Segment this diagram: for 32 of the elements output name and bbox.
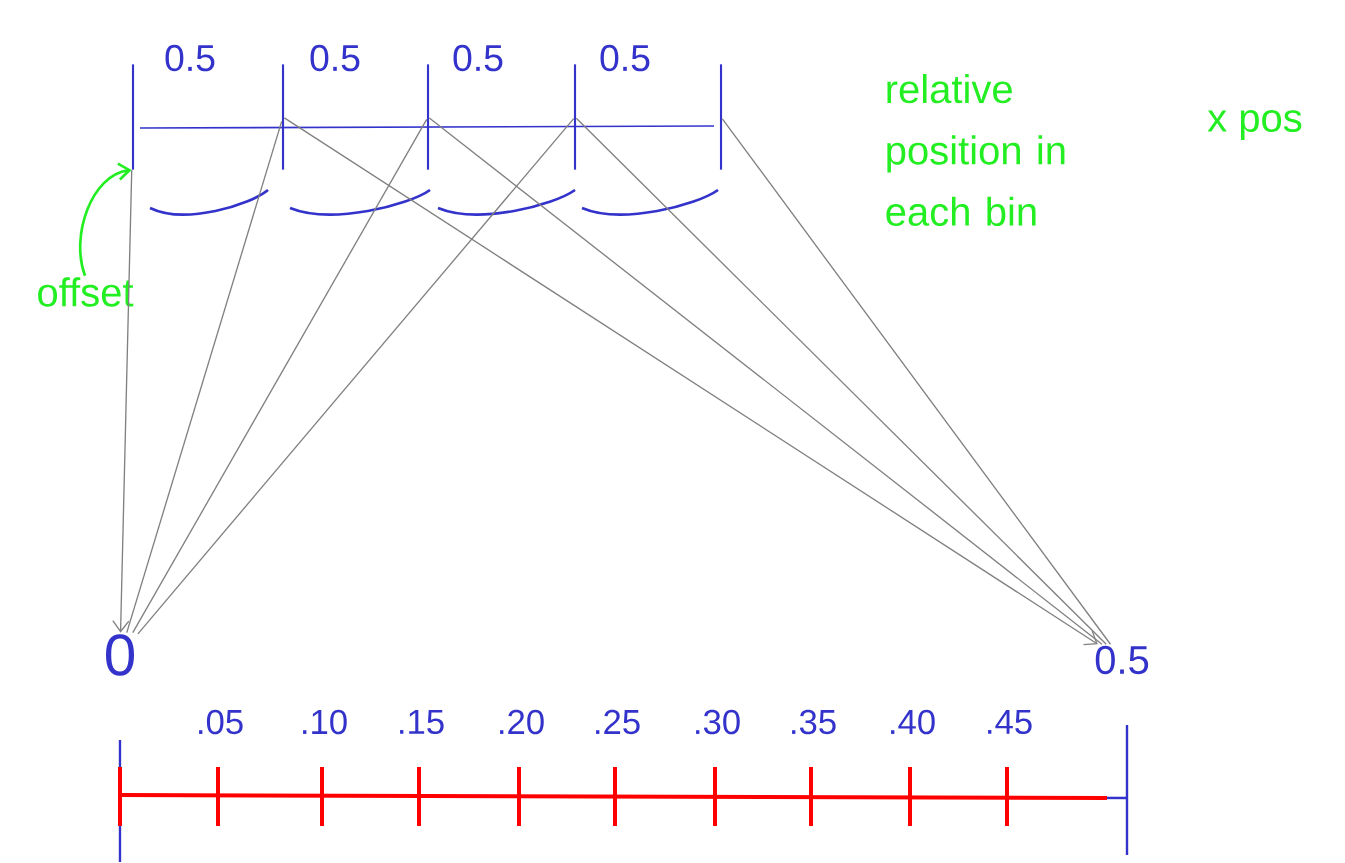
connector-line — [132, 118, 428, 634]
annotation-text: offset — [38, 277, 134, 307]
connector-line — [78, 162, 132, 277]
boundary-tick — [131, 64, 135, 170]
width-label: 0.5 — [600, 44, 650, 72]
note-text: x pos — [1207, 110, 1302, 140]
tick-label: .20 — [500, 709, 544, 735]
connector-line — [126, 120, 283, 634]
tick-label: .25 — [596, 709, 640, 735]
boundary-tick — [719, 64, 723, 170]
axis-value: 0 — [106, 634, 134, 676]
connector-line — [112, 169, 133, 633]
boundary-tick — [281, 64, 285, 170]
tick-label: .10 — [303, 709, 347, 735]
width-label: 0.5 — [310, 44, 360, 72]
axis-value: 0.5 — [1095, 645, 1149, 675]
width-label: 0.5 — [165, 44, 215, 72]
connector-line — [721, 118, 1112, 645]
connector-line — [283, 117, 1098, 646]
tick-label: .15 — [400, 709, 444, 735]
tick-label: .45 — [988, 709, 1032, 735]
boundary-tick — [426, 64, 430, 170]
connector-line — [575, 117, 1107, 645]
width-label: 0.5 — [453, 44, 503, 72]
connector-line — [137, 117, 575, 635]
boundary-tick — [573, 64, 577, 170]
tick-label: .35 — [792, 709, 836, 735]
connector-line — [428, 117, 1103, 645]
note-text: relative position in each bin — [886, 74, 1065, 226]
tick-label: .40 — [891, 709, 935, 735]
tick-label: .05 — [199, 709, 243, 735]
tick-label: .30 — [696, 709, 740, 735]
